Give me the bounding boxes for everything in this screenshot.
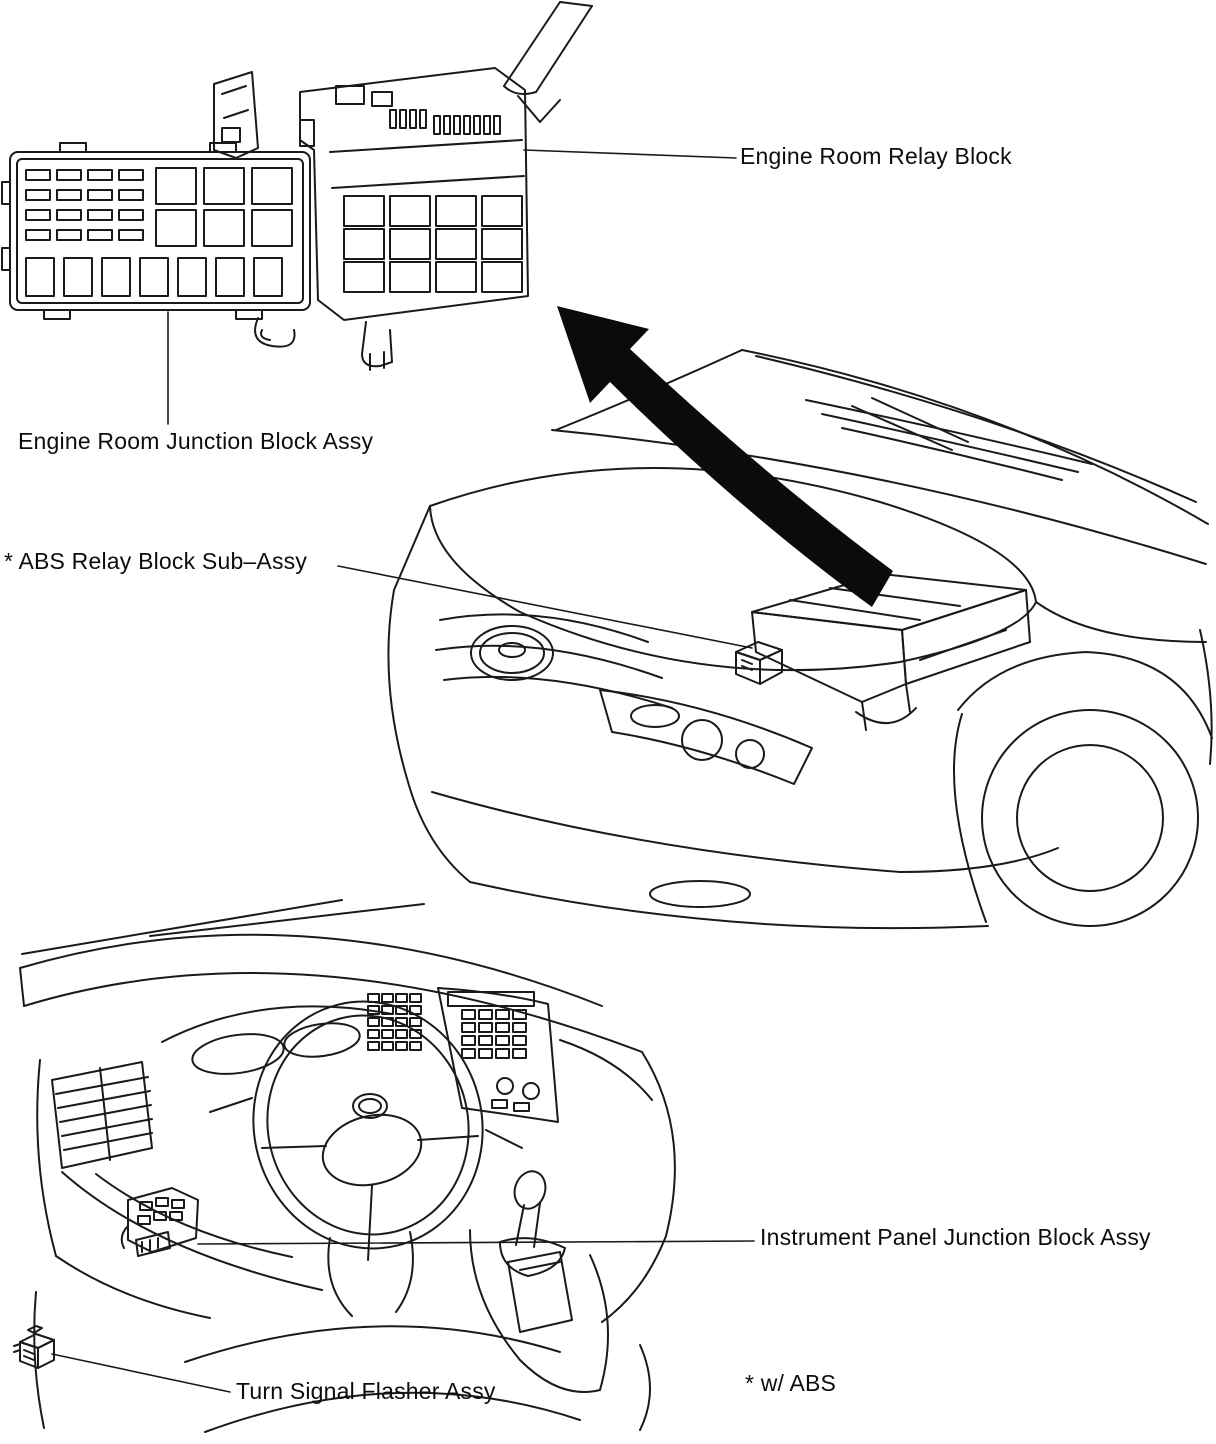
instrument-panel-junction-block-drawing [120, 1187, 199, 1257]
label-engine-room-junction-block: Engine Room Junction Block Assy [18, 428, 374, 454]
relay-block-slot-row-2 [433, 115, 501, 135]
label-abs-relay-block: * ABS Relay Block Sub–Assy [4, 548, 308, 574]
relay-block-relay-grid [343, 195, 523, 293]
dashboard-interior-drawing [19, 899, 676, 1433]
engine-room-junction-block-drawing [1, 142, 311, 348]
engine-room-relay-block-drawing [213, 67, 529, 371]
junction-block-bottom-row [25, 257, 283, 297]
center-vent-grid [367, 993, 422, 1051]
abs-relay-block-drawing [735, 641, 783, 685]
engine-bay-relay-boxes-drawing [735, 573, 1031, 731]
label-turn-signal-flasher: Turn Signal Flasher Assy [236, 1378, 496, 1404]
label-abs-footnote: * w/ ABS [745, 1370, 837, 1396]
mounting-strut-drawing [503, 1, 593, 123]
label-engine-room-relay-block: Engine Room Relay Block [740, 143, 1012, 169]
audio-unit-grid [461, 1009, 527, 1059]
car-front-drawing [387, 349, 1213, 930]
junction-block-relay-grid [155, 167, 293, 247]
location-arrow [557, 306, 893, 607]
junction-block-fuse-grid [25, 169, 144, 241]
label-instrument-panel-junction-block: Instrument Panel Junction Block Assy [760, 1224, 1151, 1250]
gear-shifter-drawing [469, 1170, 609, 1393]
steering-wheel-drawing [209, 1000, 523, 1317]
leader-lines [51, 149, 755, 1393]
turn-signal-flasher-drawing [13, 1325, 55, 1369]
relay-block-slot-row-1 [389, 109, 427, 129]
